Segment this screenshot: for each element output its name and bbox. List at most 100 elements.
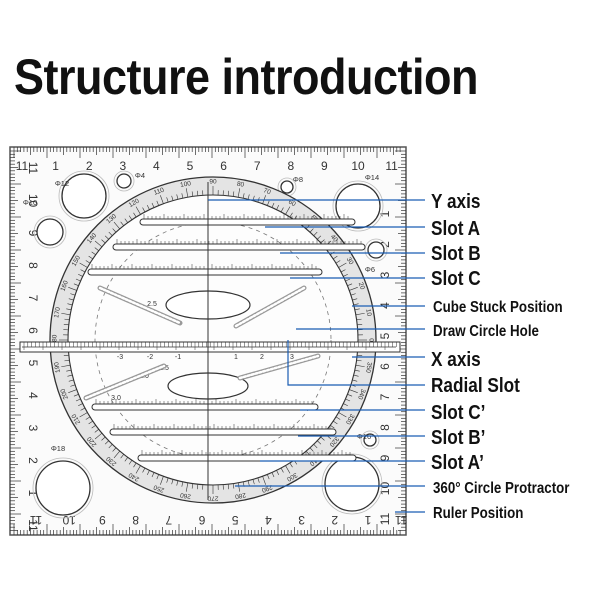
ruler-number-top: 6 <box>220 159 227 173</box>
protractor-tick <box>80 407 86 411</box>
protractor-tick <box>91 251 96 256</box>
protractor-tick <box>63 324 69 326</box>
protractor-tick <box>64 318 70 321</box>
protractor-tick <box>285 465 291 474</box>
leader-radial-slot <box>287 340 425 386</box>
protractor-tick <box>276 470 280 475</box>
ruler-number-top: 10 <box>351 159 365 173</box>
label-slot-b-prime: Slot B’ <box>431 427 486 449</box>
label-slot-b: Slot B <box>431 243 481 265</box>
protractor-tick <box>133 462 137 468</box>
protractor-tick <box>181 193 184 199</box>
protractor-tick <box>276 205 280 210</box>
circle-hole <box>363 433 377 447</box>
protractor-tick <box>257 477 260 483</box>
radial-slots <box>83 285 321 401</box>
protractor-tick <box>80 269 86 273</box>
protractor-tick <box>85 416 91 420</box>
protractor-tick <box>350 293 356 296</box>
ruler-number-right: 1 <box>378 210 392 217</box>
circle-hole <box>116 173 132 189</box>
protractor-tick <box>146 470 150 475</box>
protractor-tick <box>135 206 141 215</box>
ruler-number-bottom: 7 <box>165 513 172 527</box>
protractor-tick <box>70 384 76 387</box>
protractor-tick <box>242 193 245 199</box>
ruler-number-bottom: 8 <box>132 513 139 527</box>
protractor-tick <box>108 231 113 236</box>
label-slot-c-prime: Slot C’ <box>431 402 486 424</box>
protractor-tick <box>75 398 81 402</box>
protractor-tick <box>333 420 338 425</box>
protractor-tick <box>335 260 341 264</box>
protractor-tick <box>352 379 358 382</box>
protractor-tick <box>176 480 179 486</box>
protractor-tick <box>285 206 291 215</box>
protractor-tick <box>151 202 155 208</box>
leader-lines <box>208 199 425 513</box>
protractor-tick <box>94 247 99 251</box>
ruler-number-right: 4 <box>378 302 392 309</box>
protractor-tick <box>185 482 189 492</box>
protractor-tick <box>171 195 174 201</box>
protractor-tick <box>349 389 358 393</box>
protractor-tick <box>156 200 159 206</box>
circle-hole <box>35 460 91 516</box>
x-axis-mark: 1 <box>234 354 238 361</box>
x-axis-mark: -3 <box>117 354 123 361</box>
ruler-number-right: 6 <box>378 363 392 370</box>
circle-hole-rim <box>58 170 110 222</box>
protractor-tick <box>94 240 103 248</box>
ruler-edge-ticks <box>10 147 406 535</box>
protractor-tick <box>289 212 293 218</box>
ruler-number-left: 11 <box>26 162 40 175</box>
protractor-number: 250 <box>152 483 165 493</box>
protractor-tick <box>185 188 189 198</box>
circle-hole <box>280 180 294 194</box>
protractor-number: 80 <box>236 181 245 189</box>
ruler-number-right: 7 <box>378 393 392 400</box>
protractor-tick <box>64 359 70 362</box>
protractor-tick <box>232 191 235 197</box>
protractor-number: 10 <box>364 308 372 317</box>
protractor-tick <box>280 467 284 473</box>
label-y-axis: Y axis <box>431 191 481 213</box>
protractor-tick <box>133 212 137 218</box>
protractor-tick <box>160 476 164 485</box>
ruler-number-bottom: 5 <box>232 513 239 527</box>
protractor-tick <box>68 379 74 382</box>
protractor-tick <box>88 420 93 425</box>
protractor-tick <box>78 403 83 407</box>
ruler-number-top: 3 <box>119 159 126 173</box>
protractor-tick <box>349 287 358 291</box>
protractor-tick <box>142 207 146 213</box>
ruler-number-left: 1 <box>26 490 40 497</box>
protractor-tick <box>237 482 241 492</box>
ruler-number-top: 4 <box>153 159 160 173</box>
protractor-tick <box>61 312 71 316</box>
protractor-tick <box>227 484 229 490</box>
label-ruler-position: Ruler Position <box>433 505 524 522</box>
radial-slot-inner <box>84 364 166 400</box>
protractor-tick <box>73 394 79 397</box>
hole-label: Φ6 <box>365 265 375 274</box>
ruler-number-left: 7 <box>26 295 40 302</box>
ruler-number-bottom: 11 <box>395 513 408 527</box>
protractor-number: 280 <box>234 491 246 500</box>
circle-hole <box>61 173 107 219</box>
hole-label: Φ12 <box>55 179 69 188</box>
protractor-tick <box>113 450 121 459</box>
protractor-tick <box>262 476 266 485</box>
label-cube-stuck-position: Cube Stuck Position <box>433 299 563 316</box>
protractor-tick <box>78 273 83 277</box>
protractor-tick <box>142 467 146 473</box>
protractor-tick <box>352 298 358 301</box>
protractor-tick <box>176 194 179 200</box>
protractor-number: 90 <box>209 179 217 186</box>
circle-hole <box>324 456 380 512</box>
protractor-tick <box>317 440 322 445</box>
protractor-tick <box>104 235 109 240</box>
protractor-tick <box>70 293 76 296</box>
protractor-tick <box>68 287 77 291</box>
protractor-tick <box>353 303 359 306</box>
